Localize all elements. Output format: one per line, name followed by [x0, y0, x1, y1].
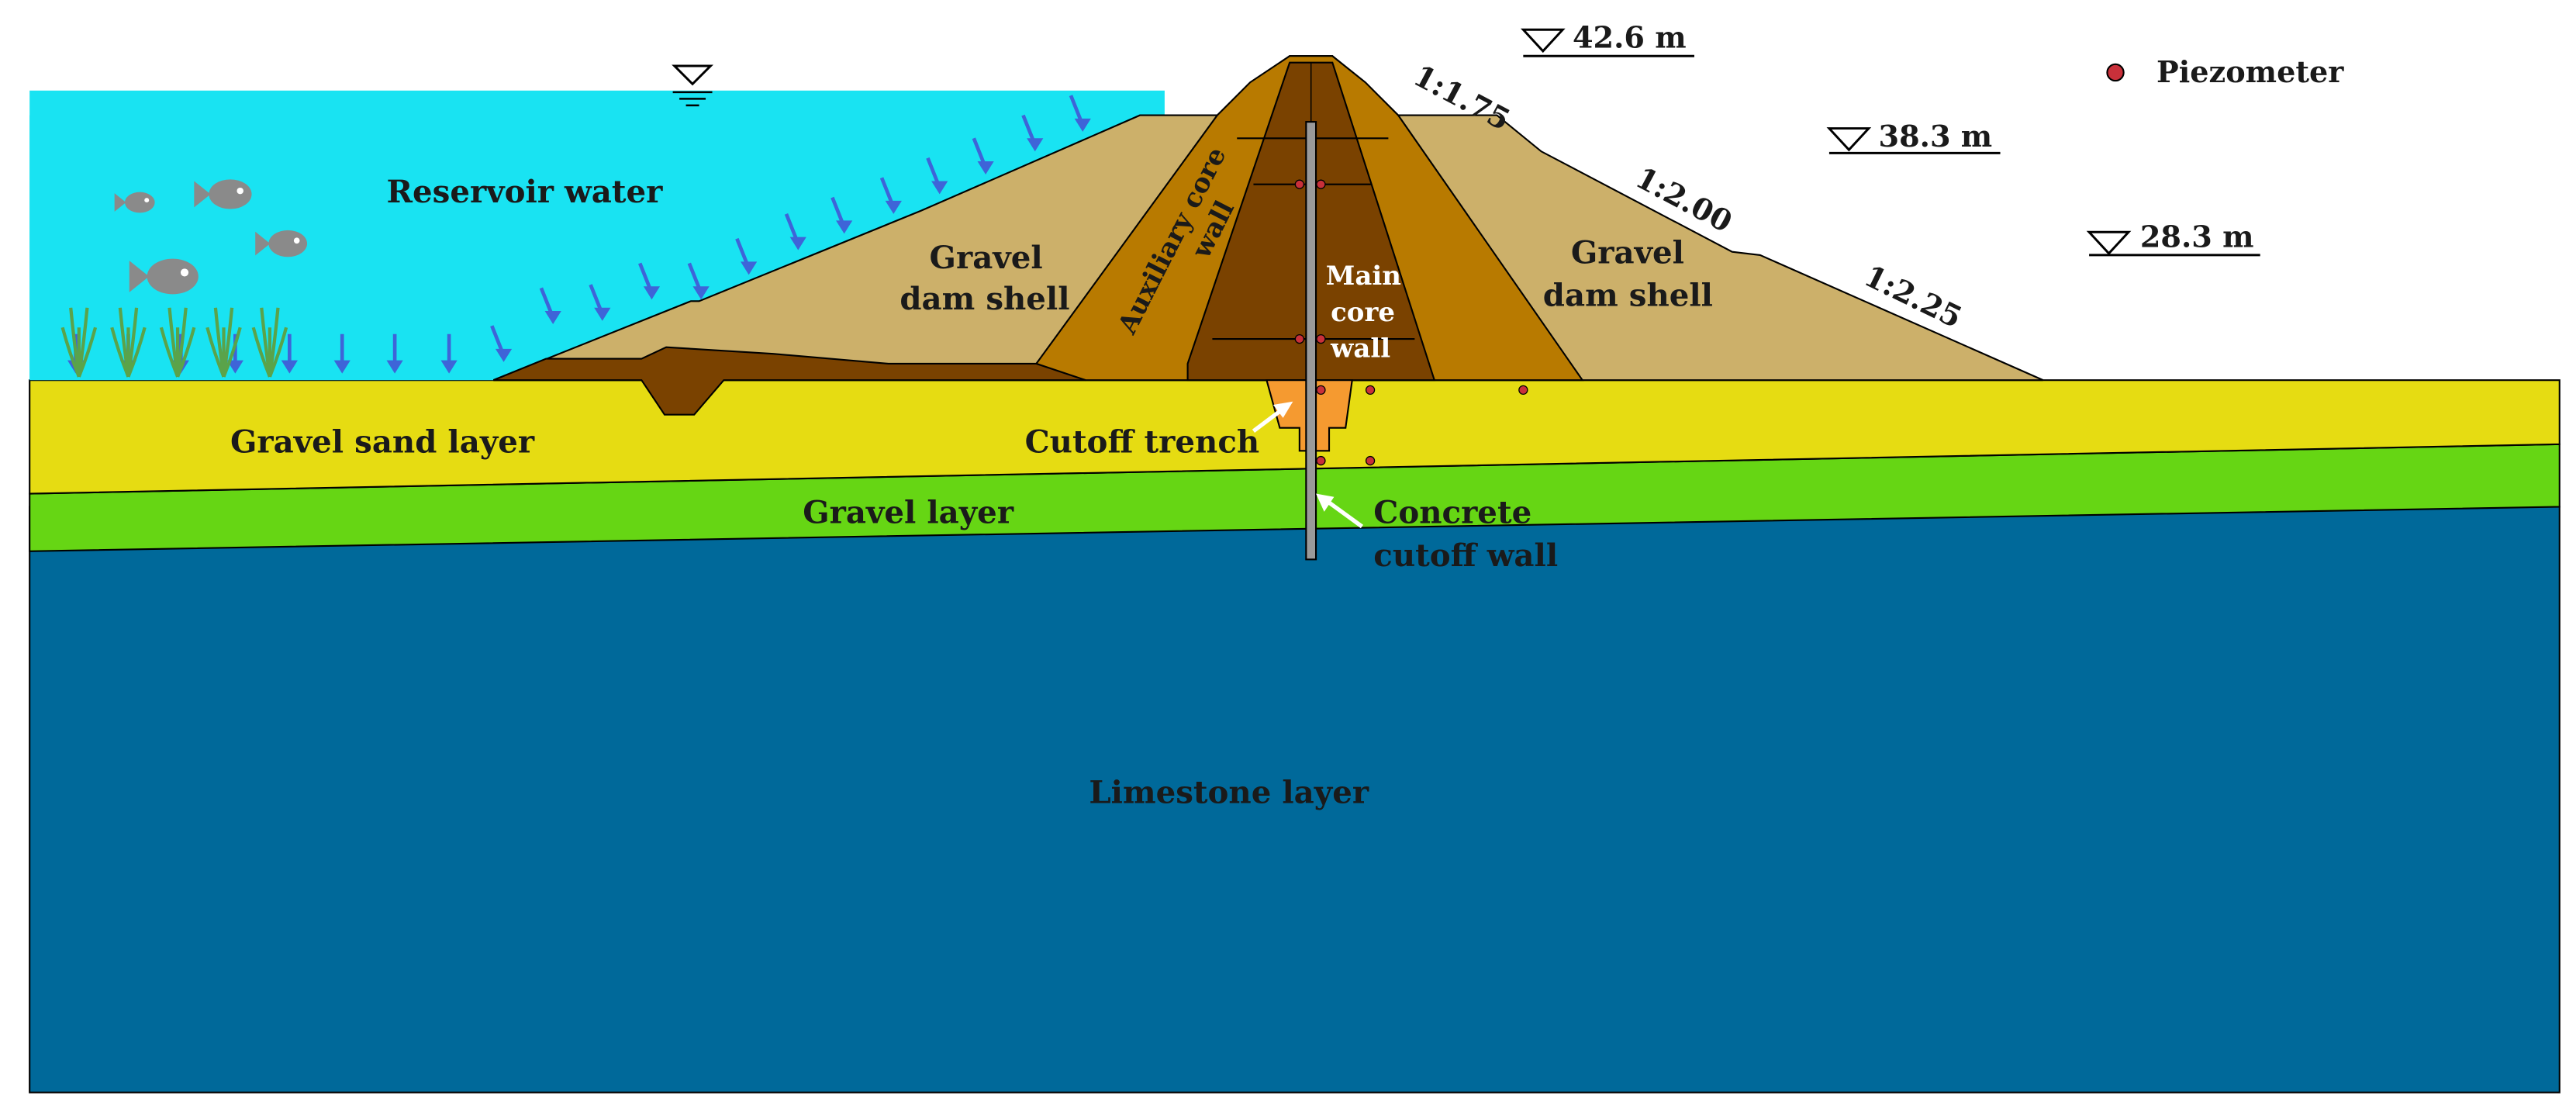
dam-shell-right-label: dam shell	[1543, 277, 1713, 314]
limestone-layer	[29, 506, 2560, 1093]
legend-label: Piezometer	[2156, 55, 2344, 90]
seepage-arrow	[1069, 95, 1091, 132]
seepage-arrow	[440, 333, 458, 374]
piezometer-legend-icon	[2106, 63, 2125, 82]
dam-shell-left-label: Gravel	[930, 239, 1043, 276]
piezometer-marker	[1316, 333, 1326, 344]
piezometer-marker	[1316, 179, 1326, 189]
elevation-marker-38-3: 38.3 m	[1826, 119, 2001, 154]
concrete-cutoff-wall-pointer-arrow	[1316, 493, 1364, 529]
fish-icons	[114, 179, 308, 295]
piezometer-marker	[1294, 333, 1305, 344]
seepage-arrow	[972, 137, 994, 174]
limestone-layer-label: Limestone layer	[1089, 773, 1369, 810]
fish-icon	[129, 258, 199, 295]
gravel-sand-layer-label: Gravel sand layer	[230, 423, 535, 460]
water-weed-icon	[110, 307, 147, 378]
main-core-wall-label: core	[1331, 297, 1395, 328]
elevation-label: 42.6 m	[1573, 21, 1687, 56]
main-core-wall-label: Main	[1326, 261, 1401, 292]
reservoir-water-label: Reservoir water	[387, 173, 664, 210]
cutoff-trench-label: Cutoff trench	[1025, 423, 1260, 460]
seepage-arrow	[879, 177, 902, 214]
piezometer-marker	[1316, 385, 1326, 396]
seepage-arrow	[281, 333, 298, 374]
fish-icon	[114, 192, 155, 213]
gravel-layer-label: Gravel layer	[803, 494, 1014, 531]
elevation-label: 28.3 m	[2140, 219, 2254, 254]
seepage-arrow	[735, 237, 758, 275]
dam-shell-right-label: Gravel	[1571, 234, 1684, 271]
piezometer-marker	[1294, 179, 1305, 189]
water-weed-icon	[251, 307, 288, 378]
seepage-arrow	[539, 287, 561, 325]
water-weed-icon	[205, 307, 242, 378]
piezometer-marker	[1365, 455, 1376, 466]
fish-icon	[194, 179, 252, 209]
seepage-arrow	[589, 284, 611, 321]
seepage-arrow	[926, 157, 948, 195]
dam-shell-left-label: dam shell	[900, 280, 1069, 317]
piezometer-marker	[1365, 385, 1376, 396]
seepage-arrow	[687, 262, 710, 300]
piezometer-marker	[1316, 455, 1326, 466]
piezometer-markers	[1294, 179, 1528, 466]
piezometer-marker	[1518, 385, 1528, 396]
seepage-arrow	[784, 213, 806, 250]
seepage-arrow	[490, 325, 513, 362]
seepage-arrow	[638, 262, 661, 300]
water-weed-icon	[60, 307, 98, 378]
water-weed-icons	[60, 307, 288, 378]
concrete-cutoff-wall-label: cutoff wall	[1373, 537, 1558, 574]
concrete-cutoff-wall	[1305, 121, 1317, 561]
cutoff-trench-pointer-arrow	[1252, 401, 1293, 434]
water-weed-icon	[159, 307, 196, 378]
concrete-cutoff-wall-label: Concrete	[1373, 494, 1531, 531]
legend: Piezometer	[2106, 55, 2344, 90]
elevation-marker-42-6: 42.6 m	[1520, 21, 1694, 57]
elevation-marker-28-3: 28.3 m	[2086, 219, 2260, 257]
seepage-arrow	[830, 196, 853, 234]
seepage-arrow	[386, 333, 403, 374]
seepage-arrow	[1021, 114, 1044, 152]
fish-icon	[255, 230, 308, 257]
seepage-arrow	[333, 333, 350, 374]
main-core-wall-label: wall	[1330, 333, 1390, 364]
elevation-label: 38.3 m	[1879, 119, 1993, 154]
water-level-icon	[672, 64, 713, 107]
